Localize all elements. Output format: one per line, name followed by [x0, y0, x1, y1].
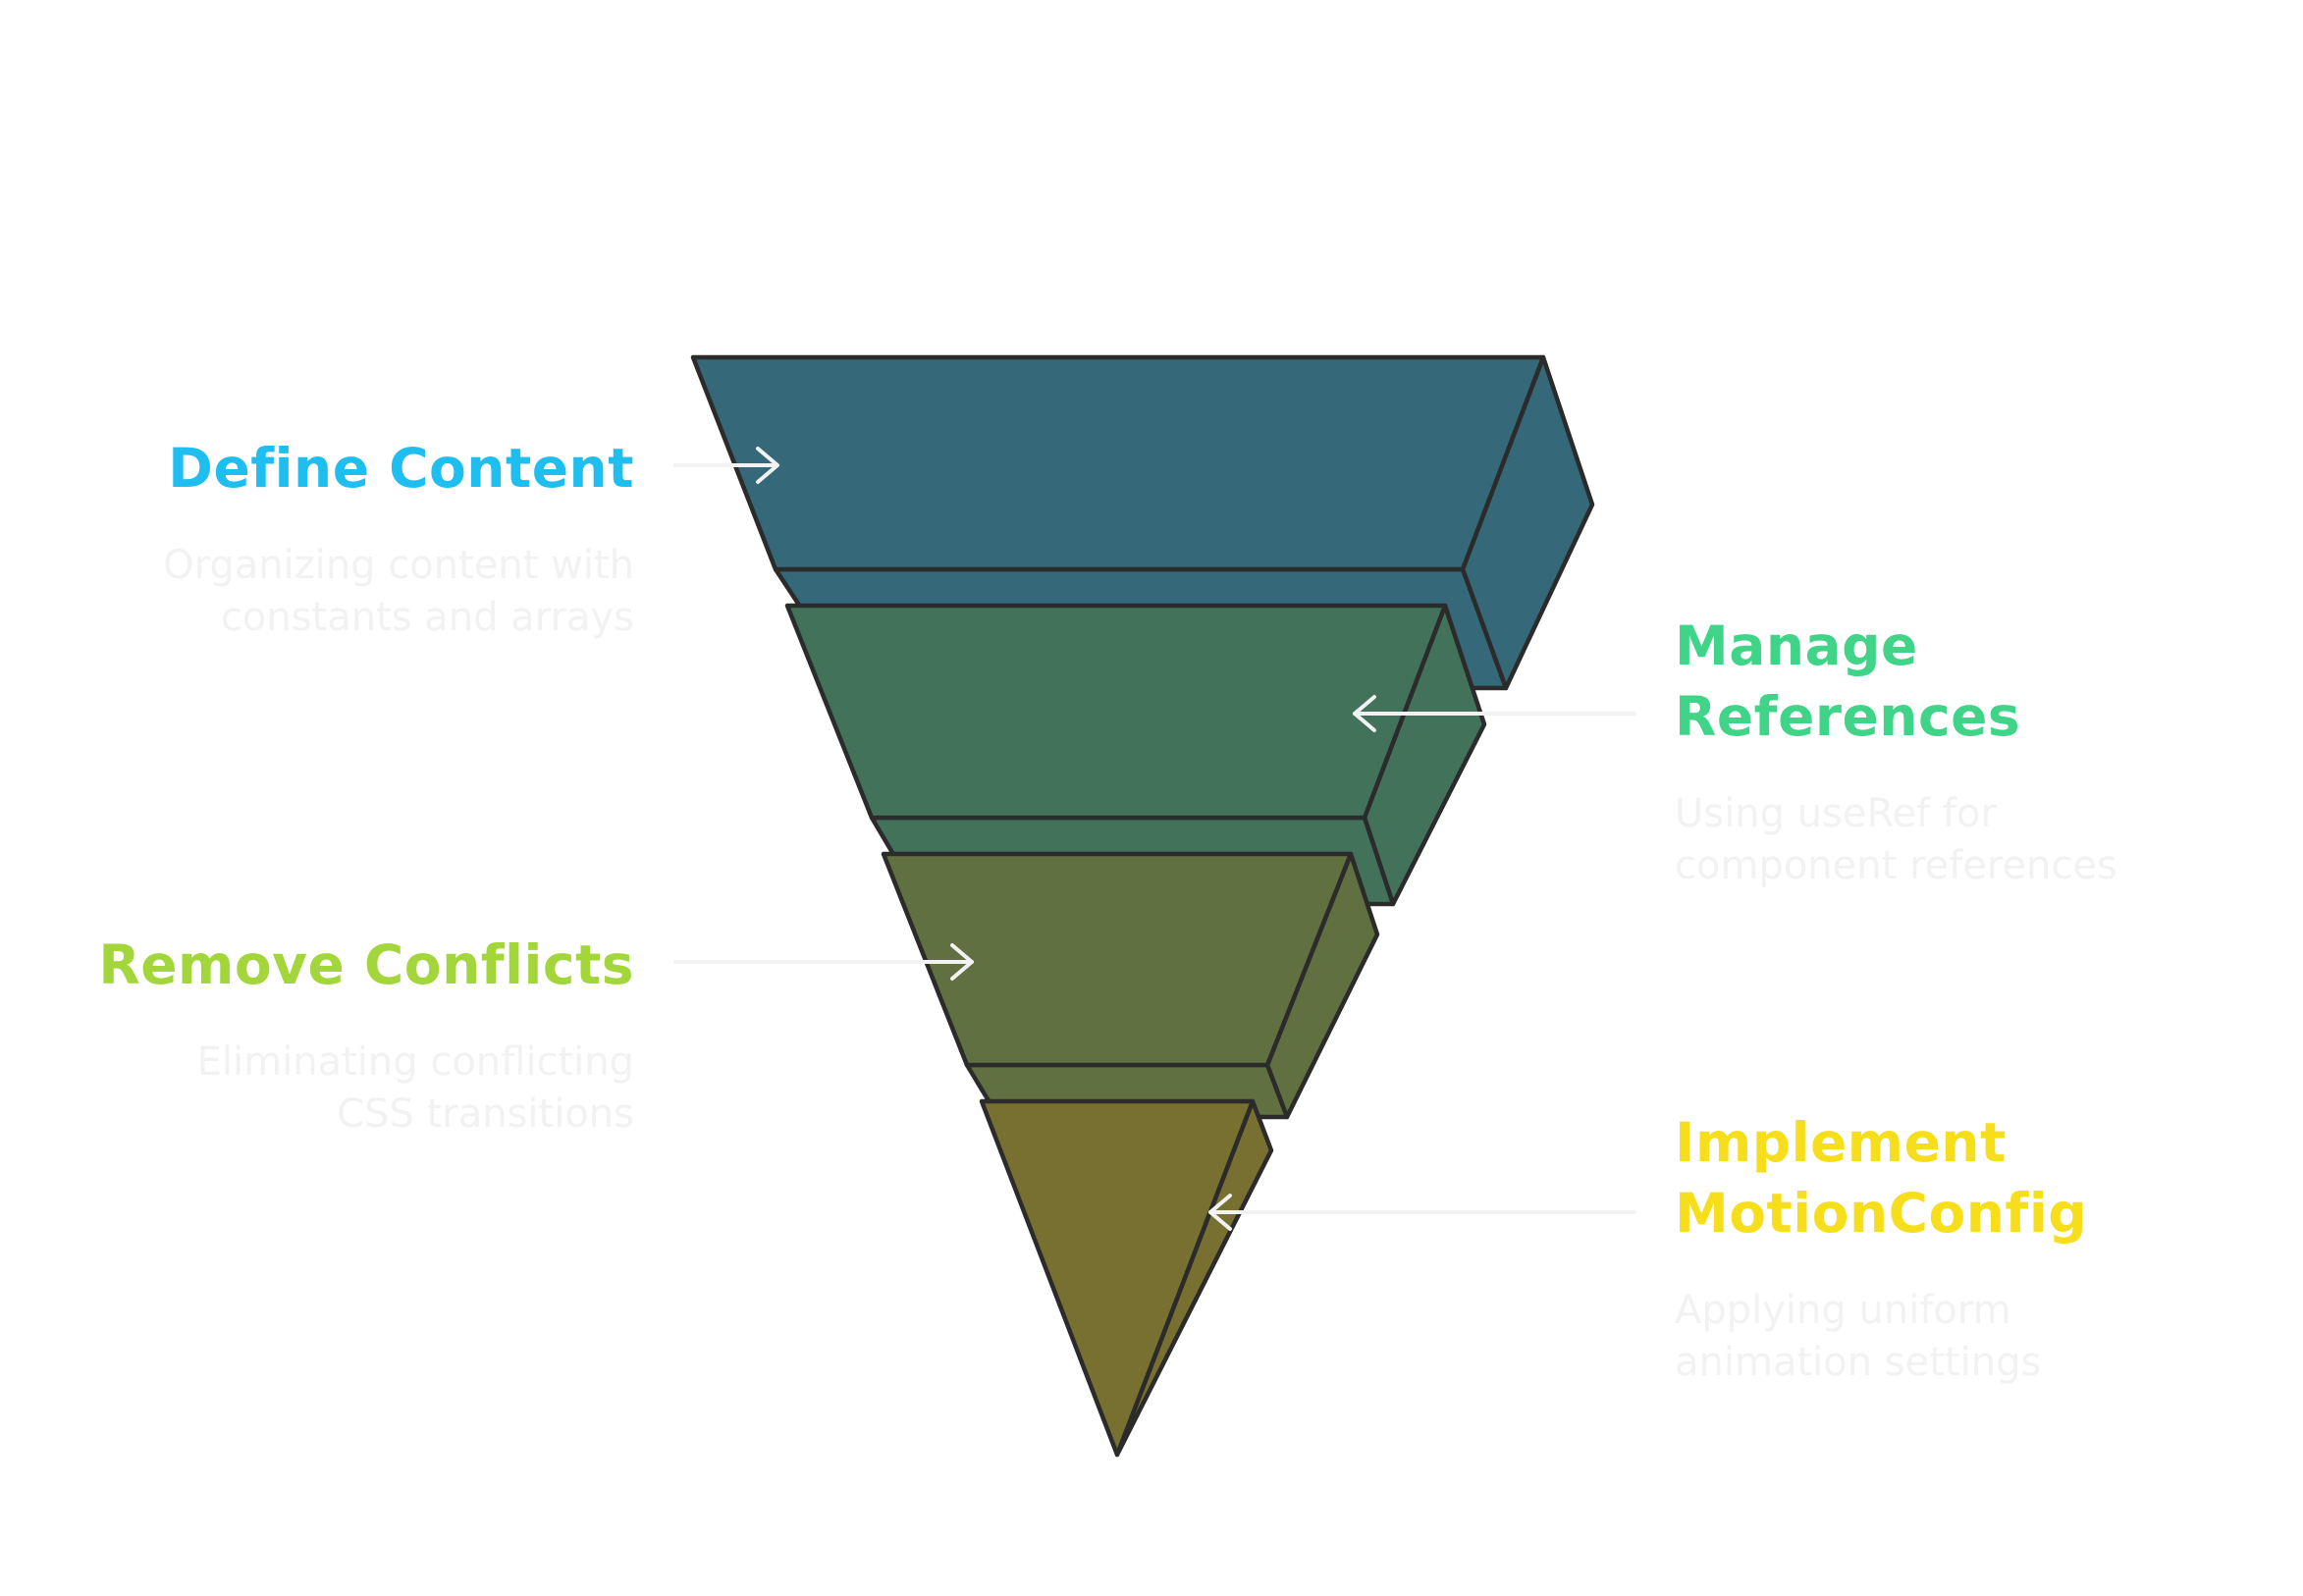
- arrow-right-icon: [756, 447, 779, 484]
- title-line: Manage: [1675, 614, 1918, 677]
- connector-implement-motionconfig: [1208, 1194, 1636, 1231]
- connector-remove-conflicts: [673, 943, 974, 981]
- funnel-layer-manage-references: [784, 603, 1487, 907]
- description-line: constants and arrays: [220, 595, 634, 640]
- connector-define-content: [673, 447, 779, 484]
- description-line: component references: [1675, 843, 2117, 888]
- step-title-manage-references: Manage References: [1675, 611, 2020, 752]
- funnel-layer-implement-motionconfig: [979, 1098, 1274, 1458]
- description-line: Applying uniform: [1675, 1288, 2011, 1333]
- arrow-left-icon: [1208, 1194, 1232, 1231]
- step-title-implement-motionconfig: Implement MotionConfig: [1675, 1107, 2087, 1249]
- step-description-define-content: Organizing content with constants and ar…: [163, 540, 634, 644]
- arrow-left-icon: [1353, 695, 1376, 732]
- title-line: References: [1675, 685, 2021, 748]
- description-line: animation settings: [1675, 1340, 2042, 1385]
- arrow-right-icon: [950, 943, 974, 981]
- description-line: Organizing content with: [163, 543, 634, 588]
- description-line: Eliminating conflicting: [196, 1039, 634, 1085]
- description-line: Using useRef for: [1675, 791, 1997, 836]
- step-title-define-content: Define Content: [168, 437, 634, 500]
- step-title-remove-conflicts: Remove Conflicts: [98, 933, 634, 996]
- step-description-implement-motionconfig: Applying uniform animation settings: [1675, 1285, 2041, 1389]
- title-line: Implement: [1675, 1111, 2007, 1174]
- connector-manage-references: [1353, 695, 1636, 732]
- description-line: CSS transitions: [337, 1091, 634, 1137]
- step-description-manage-references: Using useRef for component references: [1675, 788, 2117, 892]
- funnel-layer-remove-conflicts: [881, 851, 1380, 1120]
- title-line: MotionConfig: [1675, 1182, 2088, 1245]
- step-description-remove-conflicts: Eliminating conflicting CSS transitions: [197, 1037, 634, 1141]
